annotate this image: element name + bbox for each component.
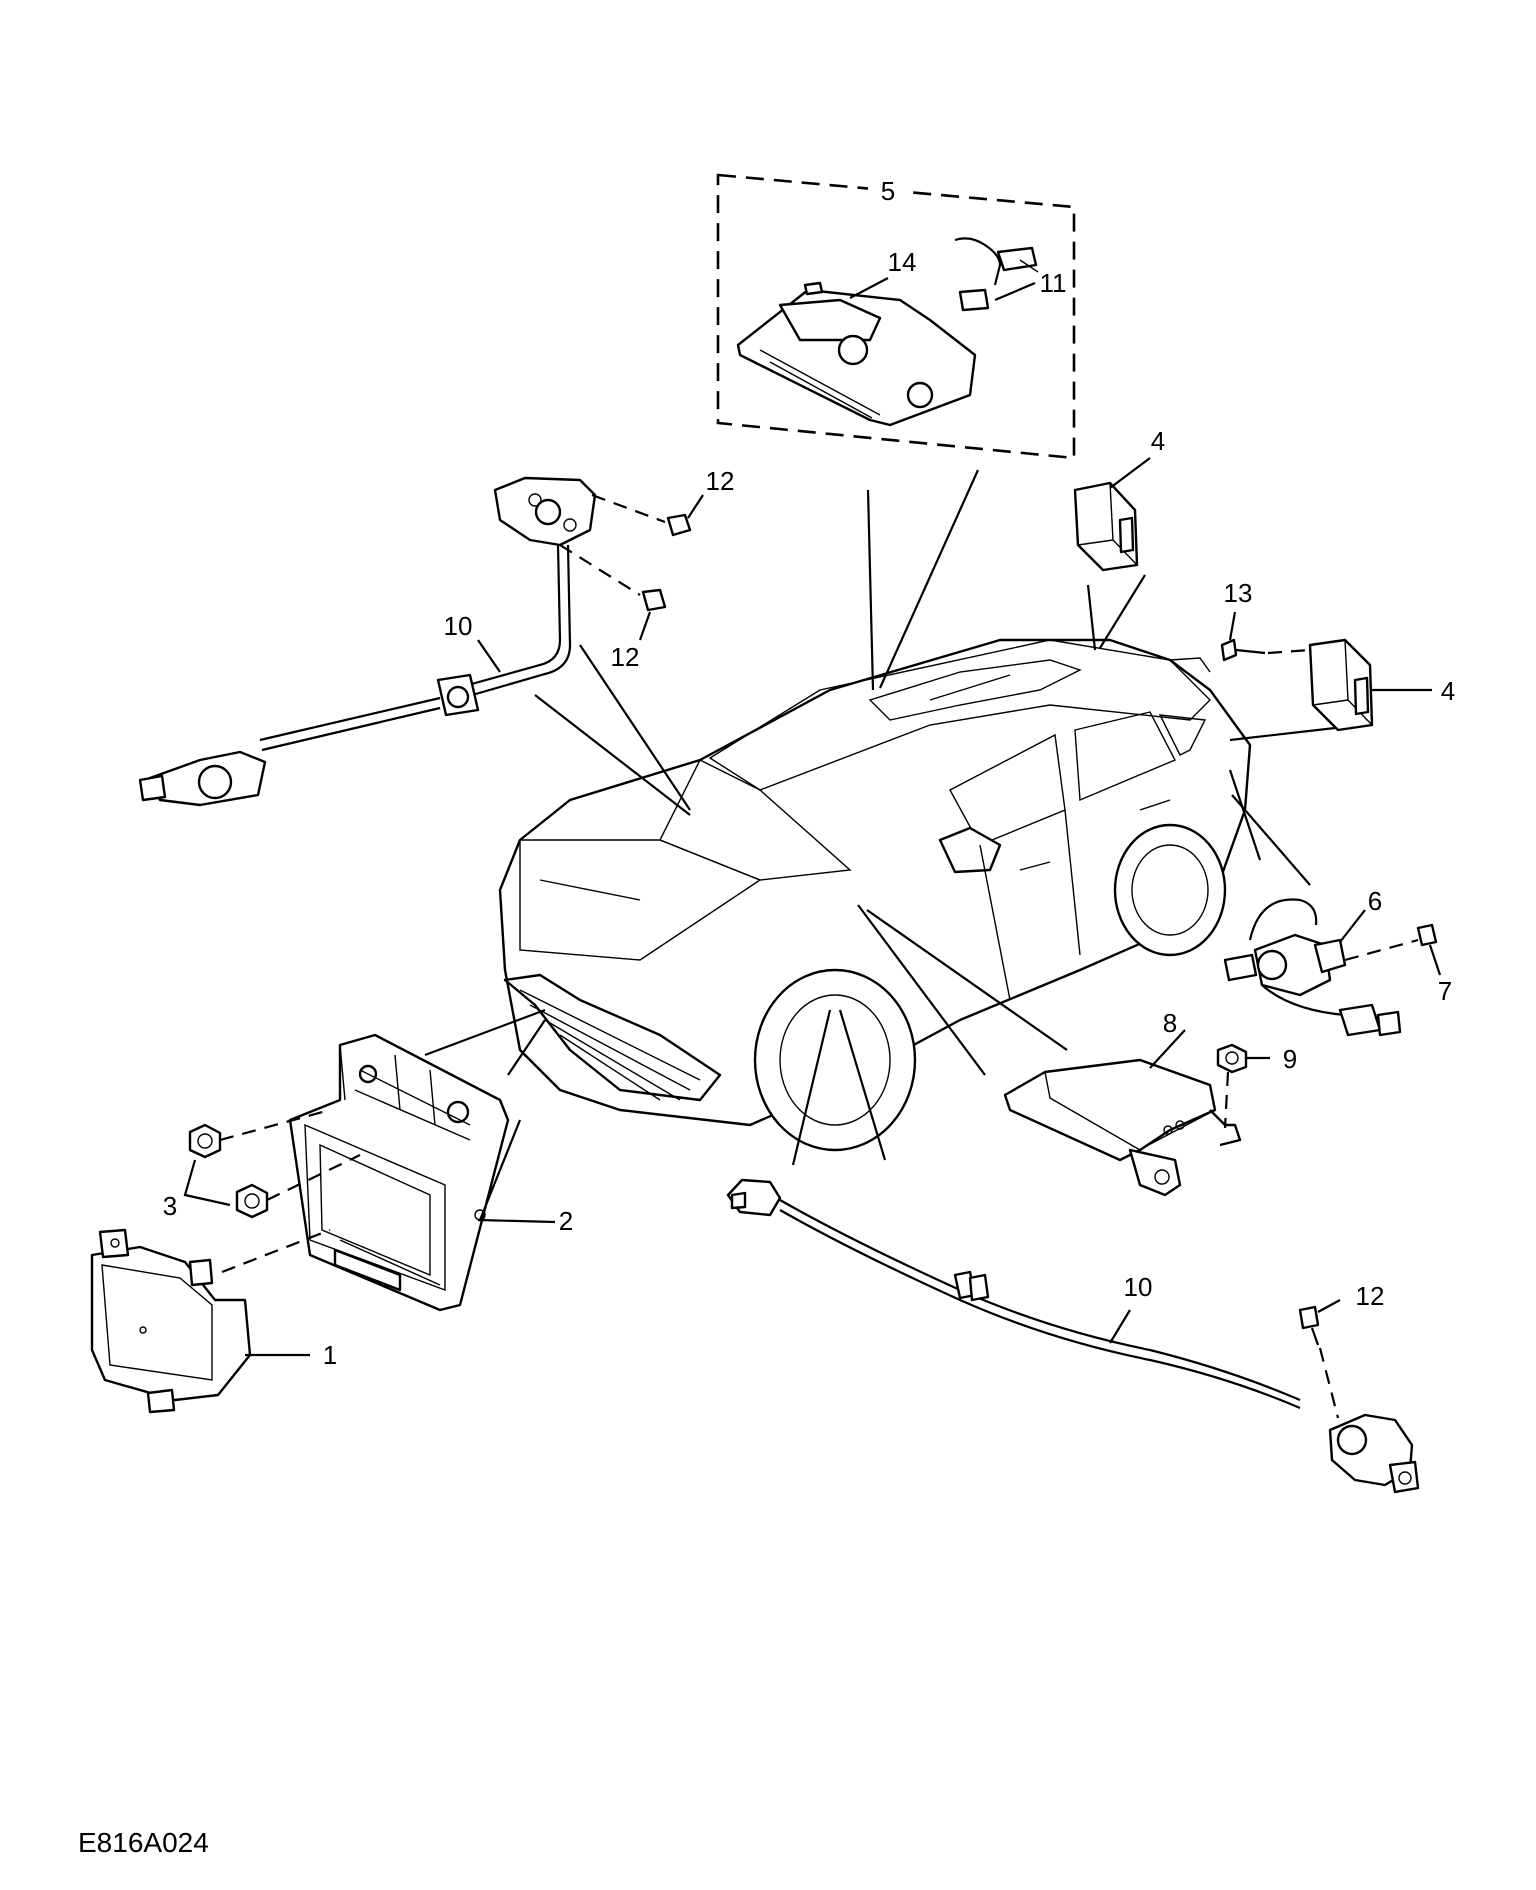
part-12-bolt-lower	[1298, 1299, 1341, 1419]
part-6-rear-camera	[1223, 898, 1402, 1037]
callout-labels: 5 14 11 4 12 12 13 4 10 6 7 8 9 3 2 1 10…	[163, 176, 1455, 1370]
callout-7: 7	[1438, 976, 1452, 1006]
callout-10-lower: 10	[1124, 1272, 1153, 1302]
part-8-control-unit	[1003, 1029, 1242, 1197]
part-10-lower-camera	[1328, 1413, 1420, 1494]
callout-12-top: 12	[706, 466, 735, 496]
vehicle-body	[498, 638, 1252, 1152]
part-10-upper-bracket	[493, 476, 666, 596]
part-4-right-module	[1308, 638, 1374, 732]
part-4-upper-module	[1073, 481, 1139, 572]
reference-code: E816A024	[78, 1827, 209, 1858]
part-3-leader	[183, 1159, 231, 1207]
callout-1: 1	[323, 1340, 337, 1370]
part-10-lower-harness	[726, 1178, 1301, 1410]
callout-10-upper: 10	[444, 611, 473, 641]
part-14-camera-module	[736, 281, 977, 427]
callout-11: 11	[1040, 268, 1067, 298]
part-3-nut-upper	[188, 1108, 331, 1159]
callout-8: 8	[1163, 1008, 1177, 1038]
part-11-connector-harness	[954, 237, 1039, 312]
callout-14: 14	[888, 247, 917, 277]
leader-lines	[424, 469, 1336, 1166]
kit-5-dashed-box	[716, 173, 1076, 460]
callout-2: 2	[559, 1206, 573, 1236]
callout-12-lower: 12	[1356, 1281, 1385, 1311]
part-12-bolt-top	[666, 513, 692, 537]
part-10-upper-harness	[138, 544, 572, 807]
callout-4-upper: 4	[1151, 426, 1165, 456]
callout-3: 3	[163, 1191, 177, 1221]
part-3-nut-lower	[235, 1154, 361, 1219]
part-9-nut	[1216, 1043, 1270, 1129]
part-7-bolt	[1344, 923, 1442, 976]
callout-5: 5	[881, 176, 895, 206]
callout-9: 9	[1283, 1044, 1297, 1074]
callout-12-mid: 12	[611, 642, 640, 672]
callout-6: 6	[1368, 886, 1382, 916]
callout-4-right: 4	[1441, 676, 1455, 706]
part-1-radar-sensor	[90, 1228, 331, 1414]
callout-13: 13	[1224, 578, 1253, 608]
part-12-bolt-mid	[641, 588, 667, 612]
part-2-bracket	[288, 1033, 556, 1312]
part-13-bolt	[1220, 638, 1311, 662]
